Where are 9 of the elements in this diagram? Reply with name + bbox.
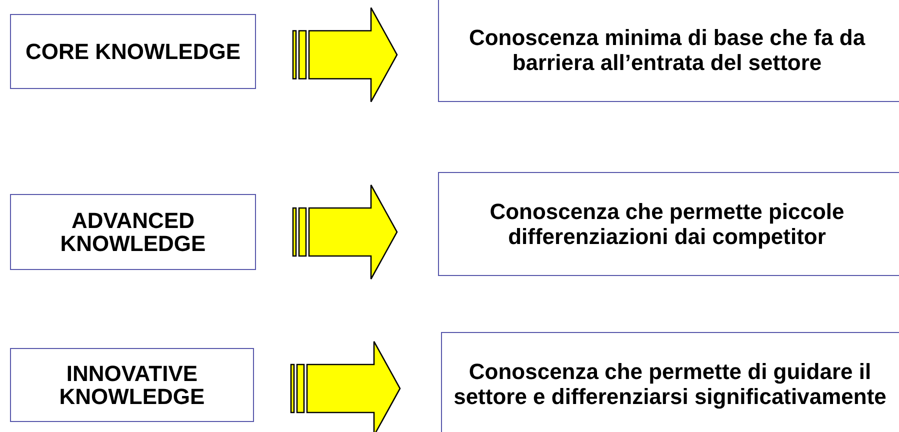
text-box: Conoscenza minima di base che fa da barriera all’entrata del settore xyxy=(438,0,899,102)
text-box: INNOVATIVE KNOWLEDGE xyxy=(10,348,254,422)
text-box: CORE KNOWLEDGE xyxy=(10,14,256,89)
text-box: ADVANCED KNOWLEDGE xyxy=(10,194,256,270)
text-box: Conoscenza che permette di guidare il settore e differenziarsi significativamente xyxy=(441,332,899,432)
block-arrow xyxy=(290,340,401,432)
block-arrow xyxy=(292,7,398,102)
text-box: Conoscenza che permette piccole differenziazioni dai competitor xyxy=(438,172,899,276)
block-arrow xyxy=(292,184,398,280)
